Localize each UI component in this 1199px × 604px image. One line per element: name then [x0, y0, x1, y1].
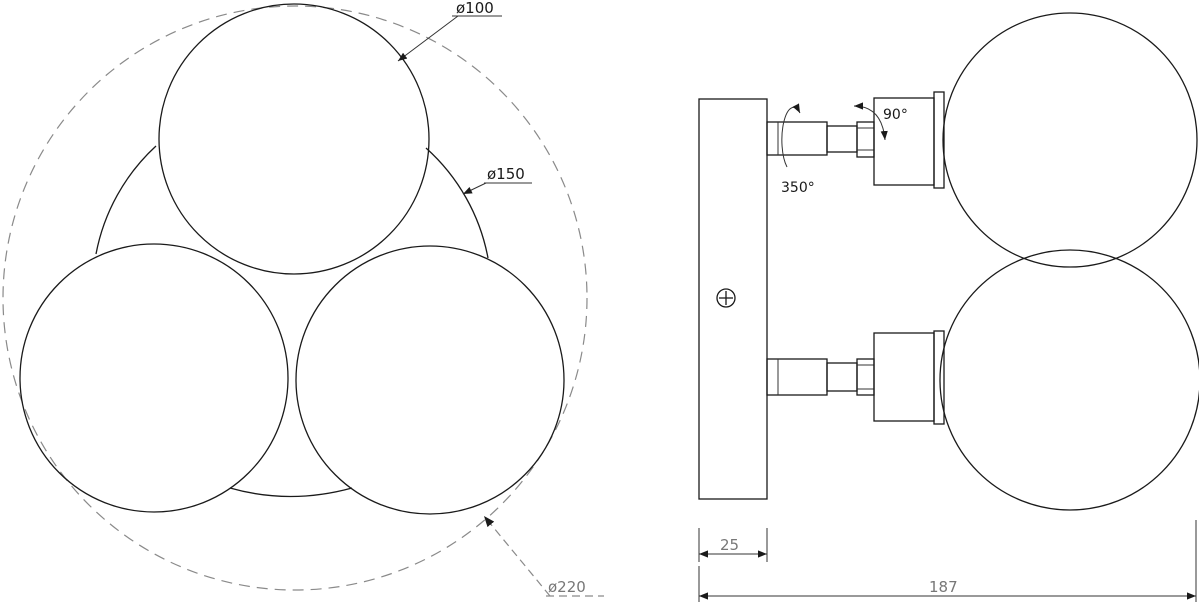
globe-top	[158, 3, 430, 275]
mounting-screw	[716, 288, 736, 308]
lower-arm-knuckle	[826, 362, 858, 392]
rotation-350-arrow	[781, 103, 801, 168]
base-plate-outline-right	[425, 147, 489, 259]
upper-globe	[942, 12, 1198, 268]
base-diameter-label: ø150	[487, 165, 525, 183]
globe-bottom-right	[295, 245, 565, 515]
tilt-angle-label: 90°	[883, 107, 908, 123]
globe-diameter-label: ø100	[456, 0, 494, 17]
lower-socket-holder	[873, 332, 935, 422]
lower-arm	[766, 358, 875, 396]
wall-plate	[698, 98, 768, 500]
plate-depth-label: 25	[720, 536, 739, 554]
upper-arm-connector	[856, 121, 875, 158]
overall-diameter-dashed-circle	[2, 5, 588, 591]
total-depth-label: 187	[929, 578, 958, 596]
lower-arm-connector	[856, 358, 875, 396]
upper-arm-knuckle	[826, 125, 858, 153]
base-plate-outline	[95, 145, 157, 255]
base-diameter-leader	[462, 182, 487, 195]
side-view: 350° 90° 25 187	[698, 12, 1199, 602]
base-plate-outline-bottom	[229, 487, 353, 498]
lower-arm-stem	[766, 358, 828, 396]
upper-arm-stem	[766, 121, 828, 156]
lower-socket-ring	[933, 330, 945, 425]
overall-diameter-label: ø220	[548, 578, 586, 596]
upper-socket-ring	[933, 91, 945, 189]
tilt-90-arrow	[853, 102, 888, 141]
overall-diameter-leader	[483, 515, 551, 597]
globe-bottom-left	[19, 243, 289, 513]
lower-globe	[939, 249, 1199, 511]
rotation-angle-label: 350°	[781, 180, 815, 196]
globe-diameter-leader	[397, 15, 459, 62]
front-view: ø100 ø150 ø220	[2, 0, 604, 597]
